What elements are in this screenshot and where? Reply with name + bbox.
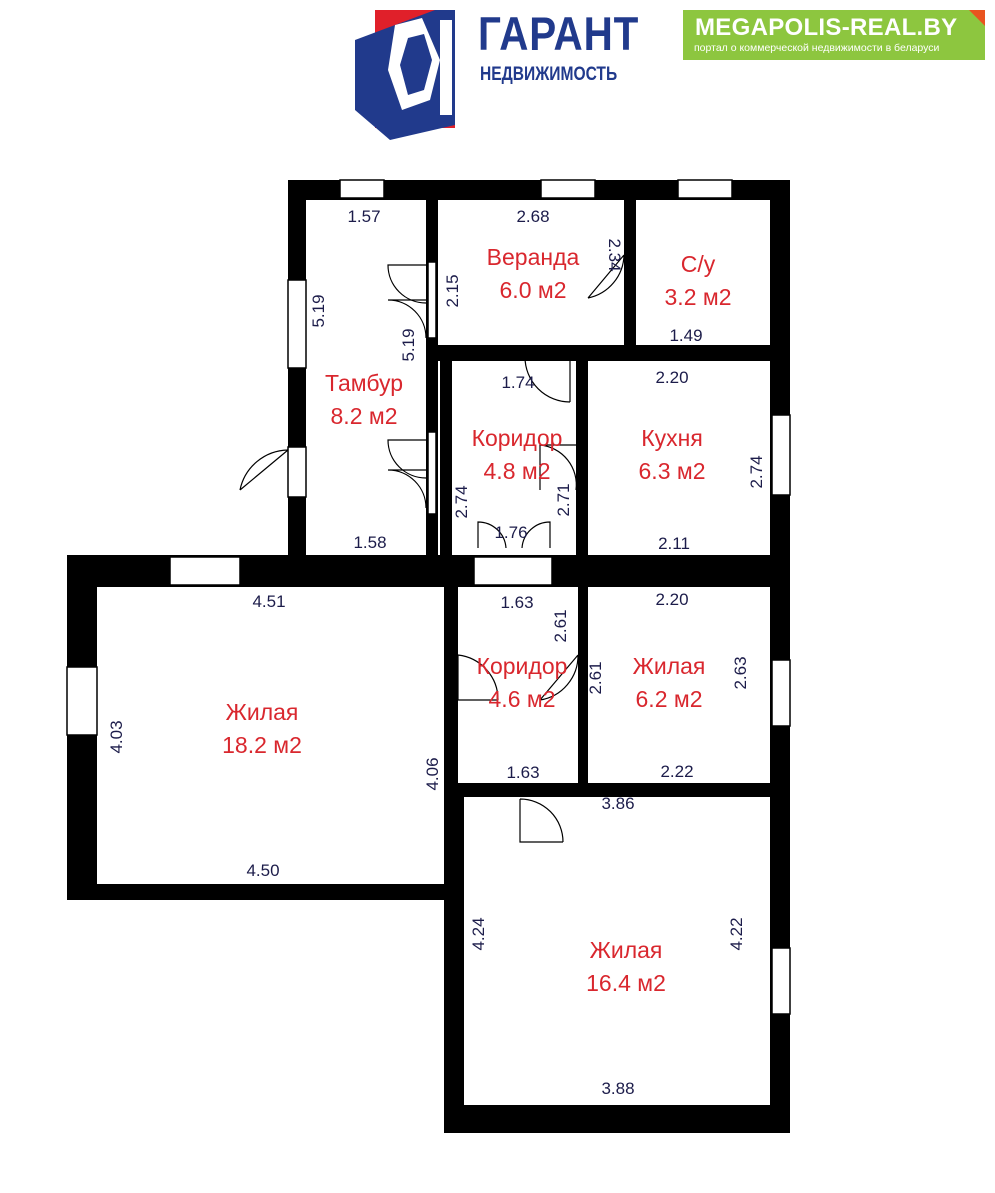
dim-tambur-left: 5.19 (309, 294, 328, 327)
door-su[interactable] (587, 254, 625, 299)
room-name-living-small: Жилая (633, 653, 706, 679)
dim-living-big-left: 4.03 (107, 720, 126, 753)
door-tambur-corridor-2[interactable] (387, 469, 427, 509)
window (427, 261, 437, 339)
garant-logo-icon (355, 10, 455, 140)
dim-living-small-right: 2.63 (731, 656, 750, 689)
dim-living-small-bottom: 2.22 (660, 762, 693, 781)
dimension-labels: 1.57 5.19 5.19 1.58 2.68 2.15 2.34 1.49 … (107, 207, 766, 1098)
door-tambur-corridor[interactable] (387, 439, 427, 479)
window (287, 279, 307, 369)
room-name-living-bottom: Жилая (590, 937, 663, 963)
window (677, 179, 733, 199)
dim-corridor-lower-right: 2.61 (551, 609, 570, 642)
dim-corridor-lower-top: 1.63 (500, 593, 533, 612)
dim-living-small-top: 2.20 (655, 590, 688, 609)
dim-living-big-bottom: 4.50 (246, 861, 279, 880)
window (66, 666, 98, 736)
door-tambur-veranda[interactable] (387, 264, 427, 304)
dim-corridor-upper-bottom: 1.76 (494, 523, 527, 542)
header: ГАРАНТ НЕДВИЖИМОСТЬ MEGAPOLIS-REAL.BY по… (0, 0, 995, 160)
dim-corridor-lower-bottom: 1.63 (506, 763, 539, 782)
window (540, 179, 596, 199)
window (169, 556, 241, 586)
dim-corridor-upper-top: 1.74 (501, 373, 534, 392)
dim-living-bottom-left: 4.24 (469, 917, 488, 950)
brand-subtitle: НЕДВИЖИМОСТЬ (480, 64, 618, 85)
dim-living-big-top: 4.51 (252, 592, 285, 611)
dim-tambur-top: 1.57 (347, 207, 380, 226)
window (427, 431, 437, 515)
room-name-corridor-lower: Коридор (477, 653, 568, 679)
dim-living-small-left: 2.61 (586, 661, 605, 694)
dim-veranda-left: 2.15 (443, 274, 462, 307)
door-veranda-corridor[interactable] (524, 356, 571, 403)
door-entrance[interactable] (239, 449, 289, 491)
banner-corner-mark (969, 10, 985, 26)
doors (239, 254, 625, 843)
dim-living-bottom-top: 3.86 (601, 794, 634, 813)
door-living-small[interactable] (539, 654, 579, 701)
door-living-bottom[interactable] (519, 798, 564, 843)
dim-tambur-bottom: 1.58 (353, 533, 386, 552)
room-area-corridor-lower: 4.6 м2 (489, 686, 556, 712)
dim-su-bottom: 1.49 (669, 326, 702, 345)
dim-living-big-right: 4.06 (423, 757, 442, 790)
room-labels: Тамбур 8.2 м2 Веранда 6.0 м2 С/у 3.2 м2 … (222, 244, 731, 996)
dim-kitchen-right: 2.74 (747, 455, 766, 488)
dim-veranda-right: 2.34 (605, 238, 624, 271)
door-corridor-link[interactable] (477, 521, 551, 549)
room-area-living-big: 18.2 м2 (222, 732, 302, 758)
windows (66, 179, 791, 1015)
door-kitchen[interactable] (539, 444, 577, 491)
window (473, 556, 553, 586)
room-area-living-bottom: 16.4 м2 (586, 970, 666, 996)
dim-living-bottom-right: 4.22 (727, 917, 746, 950)
dim-kitchen-bottom: 2.11 (658, 534, 690, 553)
room-name-living-big: Жилая (226, 699, 299, 725)
room-name-corridor-upper: Коридор (472, 425, 563, 451)
banner-title: MEGAPOLIS-REAL.BY (695, 14, 958, 41)
window (771, 659, 791, 727)
dim-corridor-upper-right: 2.71 (554, 483, 573, 516)
room-area-corridor-upper: 4.8 м2 (484, 458, 551, 484)
door-living-big[interactable] (457, 654, 499, 701)
room-area-veranda: 6.0 м2 (500, 277, 567, 303)
window (339, 179, 385, 199)
dim-tambur-right: 5.19 (399, 328, 418, 361)
room-name-tambur: Тамбур (325, 370, 403, 396)
banner-subtitle: портал о коммерческой недвижимости в бел… (694, 42, 940, 54)
dim-kitchen-top: 2.20 (655, 368, 688, 387)
door-tambur-veranda-2[interactable] (387, 299, 427, 339)
room-name-su: С/у (681, 251, 716, 277)
dim-veranda-top: 2.68 (516, 207, 549, 226)
room-name-veranda: Веранда (487, 244, 580, 270)
room-area-kitchen: 6.3 м2 (639, 458, 706, 484)
room-area-tambur: 8.2 м2 (331, 403, 398, 429)
window (771, 947, 791, 1015)
dim-living-bottom-bottom: 3.88 (601, 1079, 634, 1098)
brand-name: ГАРАНТ (478, 7, 640, 60)
window (287, 446, 307, 498)
room-area-living-small: 6.2 м2 (636, 686, 703, 712)
dim-corridor-upper-left: 2.74 (452, 485, 471, 518)
room-area-su: 3.2 м2 (665, 284, 732, 310)
megapolis-banner[interactable]: MEGAPOLIS-REAL.BY портал о коммерческой … (683, 10, 985, 60)
window (771, 414, 791, 496)
room-name-kitchen: Кухня (641, 425, 703, 451)
